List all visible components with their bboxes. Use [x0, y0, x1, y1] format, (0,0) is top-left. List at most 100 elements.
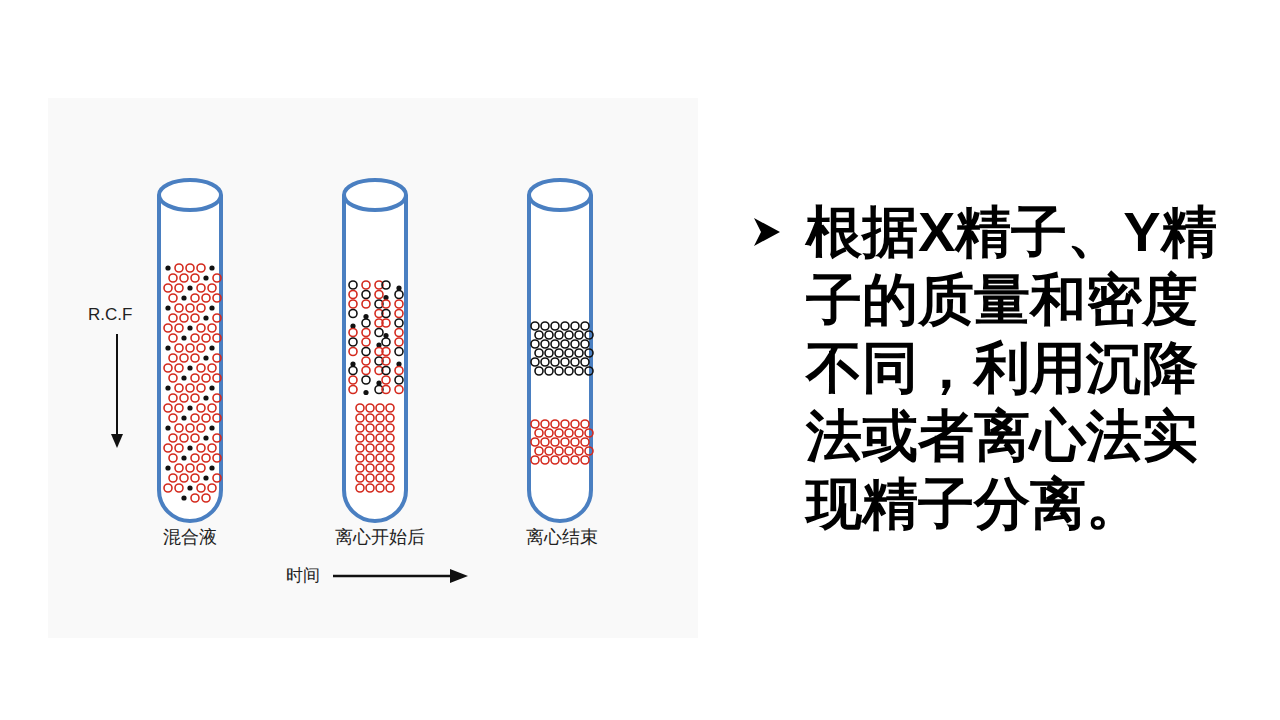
- sperm-dot: [376, 434, 384, 442]
- sperm-dot: [362, 376, 370, 384]
- sperm-dot: [181, 495, 186, 500]
- sperm-dot: [213, 374, 221, 382]
- sperm-dot: [213, 294, 221, 302]
- sperm-dot: [535, 367, 543, 375]
- sperm-dot: [581, 420, 589, 428]
- sperm-dot: [376, 414, 384, 422]
- sperm-dot: [555, 429, 563, 437]
- sperm-dot: [356, 474, 364, 482]
- sperm-dot: [191, 314, 199, 322]
- sperm-dot: [585, 367, 593, 375]
- sperm-dot: [382, 300, 390, 308]
- sperm-dot: [186, 464, 194, 472]
- sperm-dot: [571, 438, 579, 446]
- sperm-dot: [363, 390, 368, 395]
- sperm-dot: [382, 348, 390, 356]
- sperm-dot: [395, 348, 403, 356]
- sperm-dot: [386, 434, 394, 442]
- sperm-dot: [197, 304, 205, 312]
- sperm-dot: [191, 434, 199, 442]
- sperm-dot: [213, 354, 221, 362]
- sperm-dot: [169, 274, 177, 282]
- sperm-dot: [356, 404, 364, 412]
- sperm-dot: [571, 456, 579, 464]
- sperm-dot: [175, 444, 183, 452]
- sperm-dot: [395, 386, 403, 394]
- sperm-dot: [180, 354, 188, 362]
- sperm-dot: [197, 264, 205, 272]
- sperm-dot: [169, 294, 177, 302]
- sperm-dot: [565, 331, 573, 339]
- sperm-dot: [541, 420, 549, 428]
- sperm-dot: [203, 315, 208, 320]
- sperm-dot: [386, 454, 394, 462]
- sperm-dot: [180, 314, 188, 322]
- sperm-dot: [191, 454, 199, 462]
- sperm-dot: [209, 385, 214, 390]
- sperm-dot: [191, 494, 199, 502]
- sperm-dot: [395, 291, 403, 299]
- sperm-dot: [581, 340, 589, 348]
- sperm-dot: [169, 474, 177, 482]
- sperm-dot: [191, 374, 199, 382]
- sperm-dot: [382, 386, 390, 394]
- sperm-dot: [555, 447, 563, 455]
- sperm-dot: [209, 465, 214, 470]
- sperm-dot: [209, 425, 214, 430]
- sperm-dot: [213, 394, 221, 402]
- time-arrow-head: [450, 569, 468, 583]
- sperm-dot: [531, 358, 539, 366]
- sperm-dot: [191, 414, 199, 422]
- sperm-dot: [366, 454, 374, 462]
- sperm-dot: [175, 464, 183, 472]
- sperm-dot: [213, 434, 221, 442]
- test-tubes: [159, 180, 593, 521]
- sperm-dot: [169, 354, 177, 362]
- sperm-dot: [349, 329, 357, 337]
- sperm-dot: [197, 464, 205, 472]
- sperm-dot: [386, 484, 394, 492]
- sperm-dot: [191, 334, 199, 342]
- sperm-dot: [186, 304, 194, 312]
- sperm-dot: [208, 284, 216, 292]
- sperm-dot: [164, 444, 172, 452]
- sperm-dot: [209, 345, 214, 350]
- sperm-dot: [362, 281, 370, 289]
- sperm-dot: [581, 456, 589, 464]
- sperm-dot: [197, 324, 205, 332]
- sperm-dot: [197, 444, 205, 452]
- sperm-dot: [213, 274, 221, 282]
- sperm-dot: [180, 394, 188, 402]
- sperm-dot: [366, 424, 374, 432]
- sperm-dot: [349, 291, 357, 299]
- sperm-dot: [202, 294, 210, 302]
- sperm-dot: [349, 348, 357, 356]
- sperm-dot: [356, 464, 364, 472]
- sperm-dot: [349, 376, 357, 384]
- sperm-dot: [175, 324, 183, 332]
- sperm-dot: [180, 474, 188, 482]
- sperm-dot: [362, 348, 370, 356]
- sperm-dot: [545, 447, 553, 455]
- sperm-dot: [362, 329, 370, 337]
- sperm-dot: [202, 374, 210, 382]
- sperm-dot: [541, 438, 549, 446]
- sperm-dot: [349, 386, 357, 394]
- sperm-dot: [571, 420, 579, 428]
- sperm-dot: [581, 358, 589, 366]
- tube-label: 混合液: [163, 525, 217, 549]
- sperm-dot: [208, 444, 216, 452]
- sperm-dot: [202, 414, 210, 422]
- sperm-dot: [535, 331, 543, 339]
- sperm-dot: [395, 319, 403, 327]
- sperm-dot: [169, 374, 177, 382]
- sperm-dot: [565, 429, 573, 437]
- sperm-dot: [581, 322, 589, 330]
- sperm-dot: [375, 291, 383, 299]
- sperm-dot: [362, 291, 370, 299]
- sperm-dot: [555, 331, 563, 339]
- sperm-dot: [187, 405, 192, 410]
- sperm-dot: [175, 404, 183, 412]
- sperm-dot: [202, 494, 210, 502]
- sperm-dot: [551, 358, 559, 366]
